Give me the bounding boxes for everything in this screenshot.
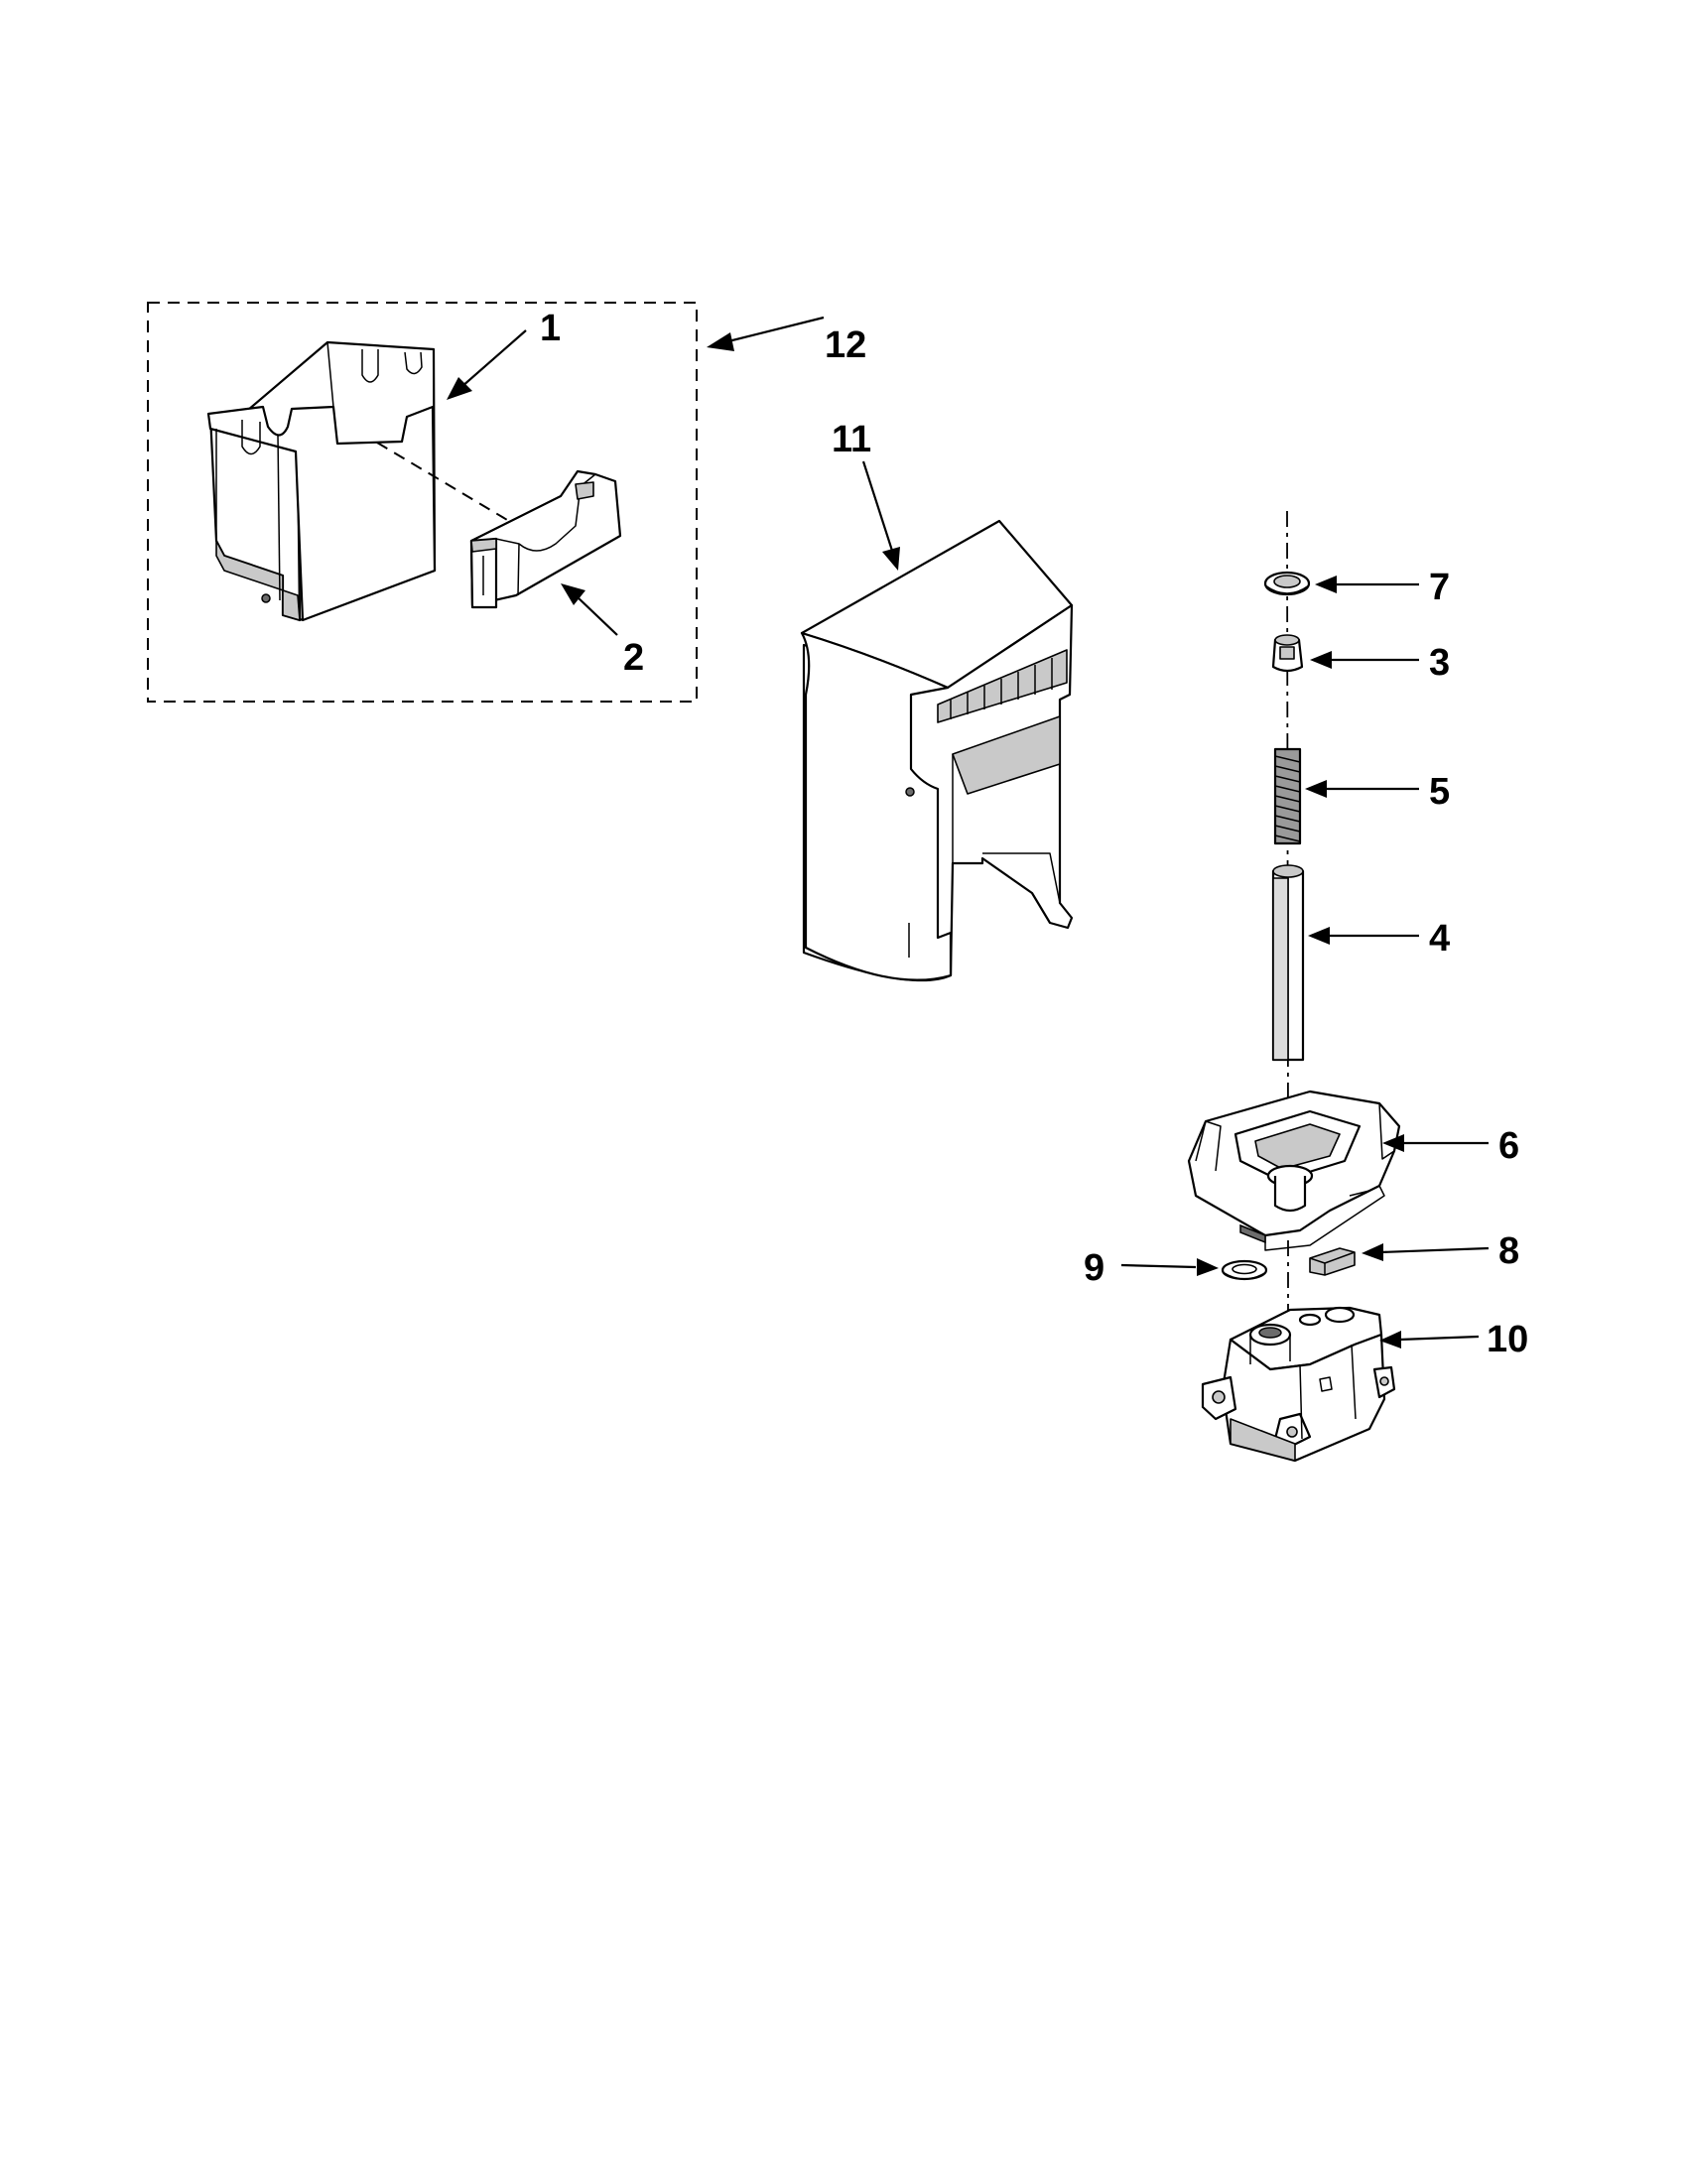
- part-9-washer[interactable]: [1221, 1259, 1268, 1281]
- callout-12: 12: [825, 324, 866, 366]
- callout-3: 3: [1429, 642, 1450, 684]
- leader-11: [861, 460, 895, 555]
- callout-10: 10: [1487, 1319, 1528, 1360]
- callout-6: 6: [1498, 1125, 1519, 1167]
- leader-10: [1398, 1335, 1480, 1342]
- part-1-housing[interactable]: [206, 340, 437, 622]
- part-10-gear-motor[interactable]: [1201, 1306, 1396, 1463]
- callout-5: 5: [1429, 771, 1450, 813]
- part-8-pad[interactable]: [1309, 1247, 1356, 1276]
- leader-1: [460, 329, 527, 388]
- leader-8: [1380, 1246, 1490, 1254]
- callout-11: 11: [832, 419, 871, 460]
- part-6-base-plate[interactable]: [1187, 1090, 1401, 1251]
- leader-2: [575, 594, 618, 636]
- alignment-line-1-2: [376, 442, 530, 534]
- part-7-washer[interactable]: [1263, 571, 1311, 596]
- callout-9: 9: [1084, 1247, 1104, 1289]
- leader-9: [1120, 1263, 1197, 1269]
- part-2-bracket[interactable]: [469, 469, 622, 609]
- kit-boundary-dashed-box: [147, 302, 698, 703]
- callout-7: 7: [1429, 567, 1450, 608]
- part-11-dispenser-cover[interactable]: [800, 519, 1074, 982]
- leader-12: [723, 316, 825, 344]
- callout-1: 1: [540, 308, 561, 349]
- callout-8: 8: [1498, 1230, 1519, 1272]
- part-5-spring[interactable]: [1273, 747, 1302, 845]
- part-4-shaft[interactable]: [1271, 864, 1305, 1062]
- part-3-coupler[interactable]: [1271, 634, 1304, 673]
- callout-4: 4: [1429, 918, 1450, 960]
- callout-2: 2: [623, 637, 644, 679]
